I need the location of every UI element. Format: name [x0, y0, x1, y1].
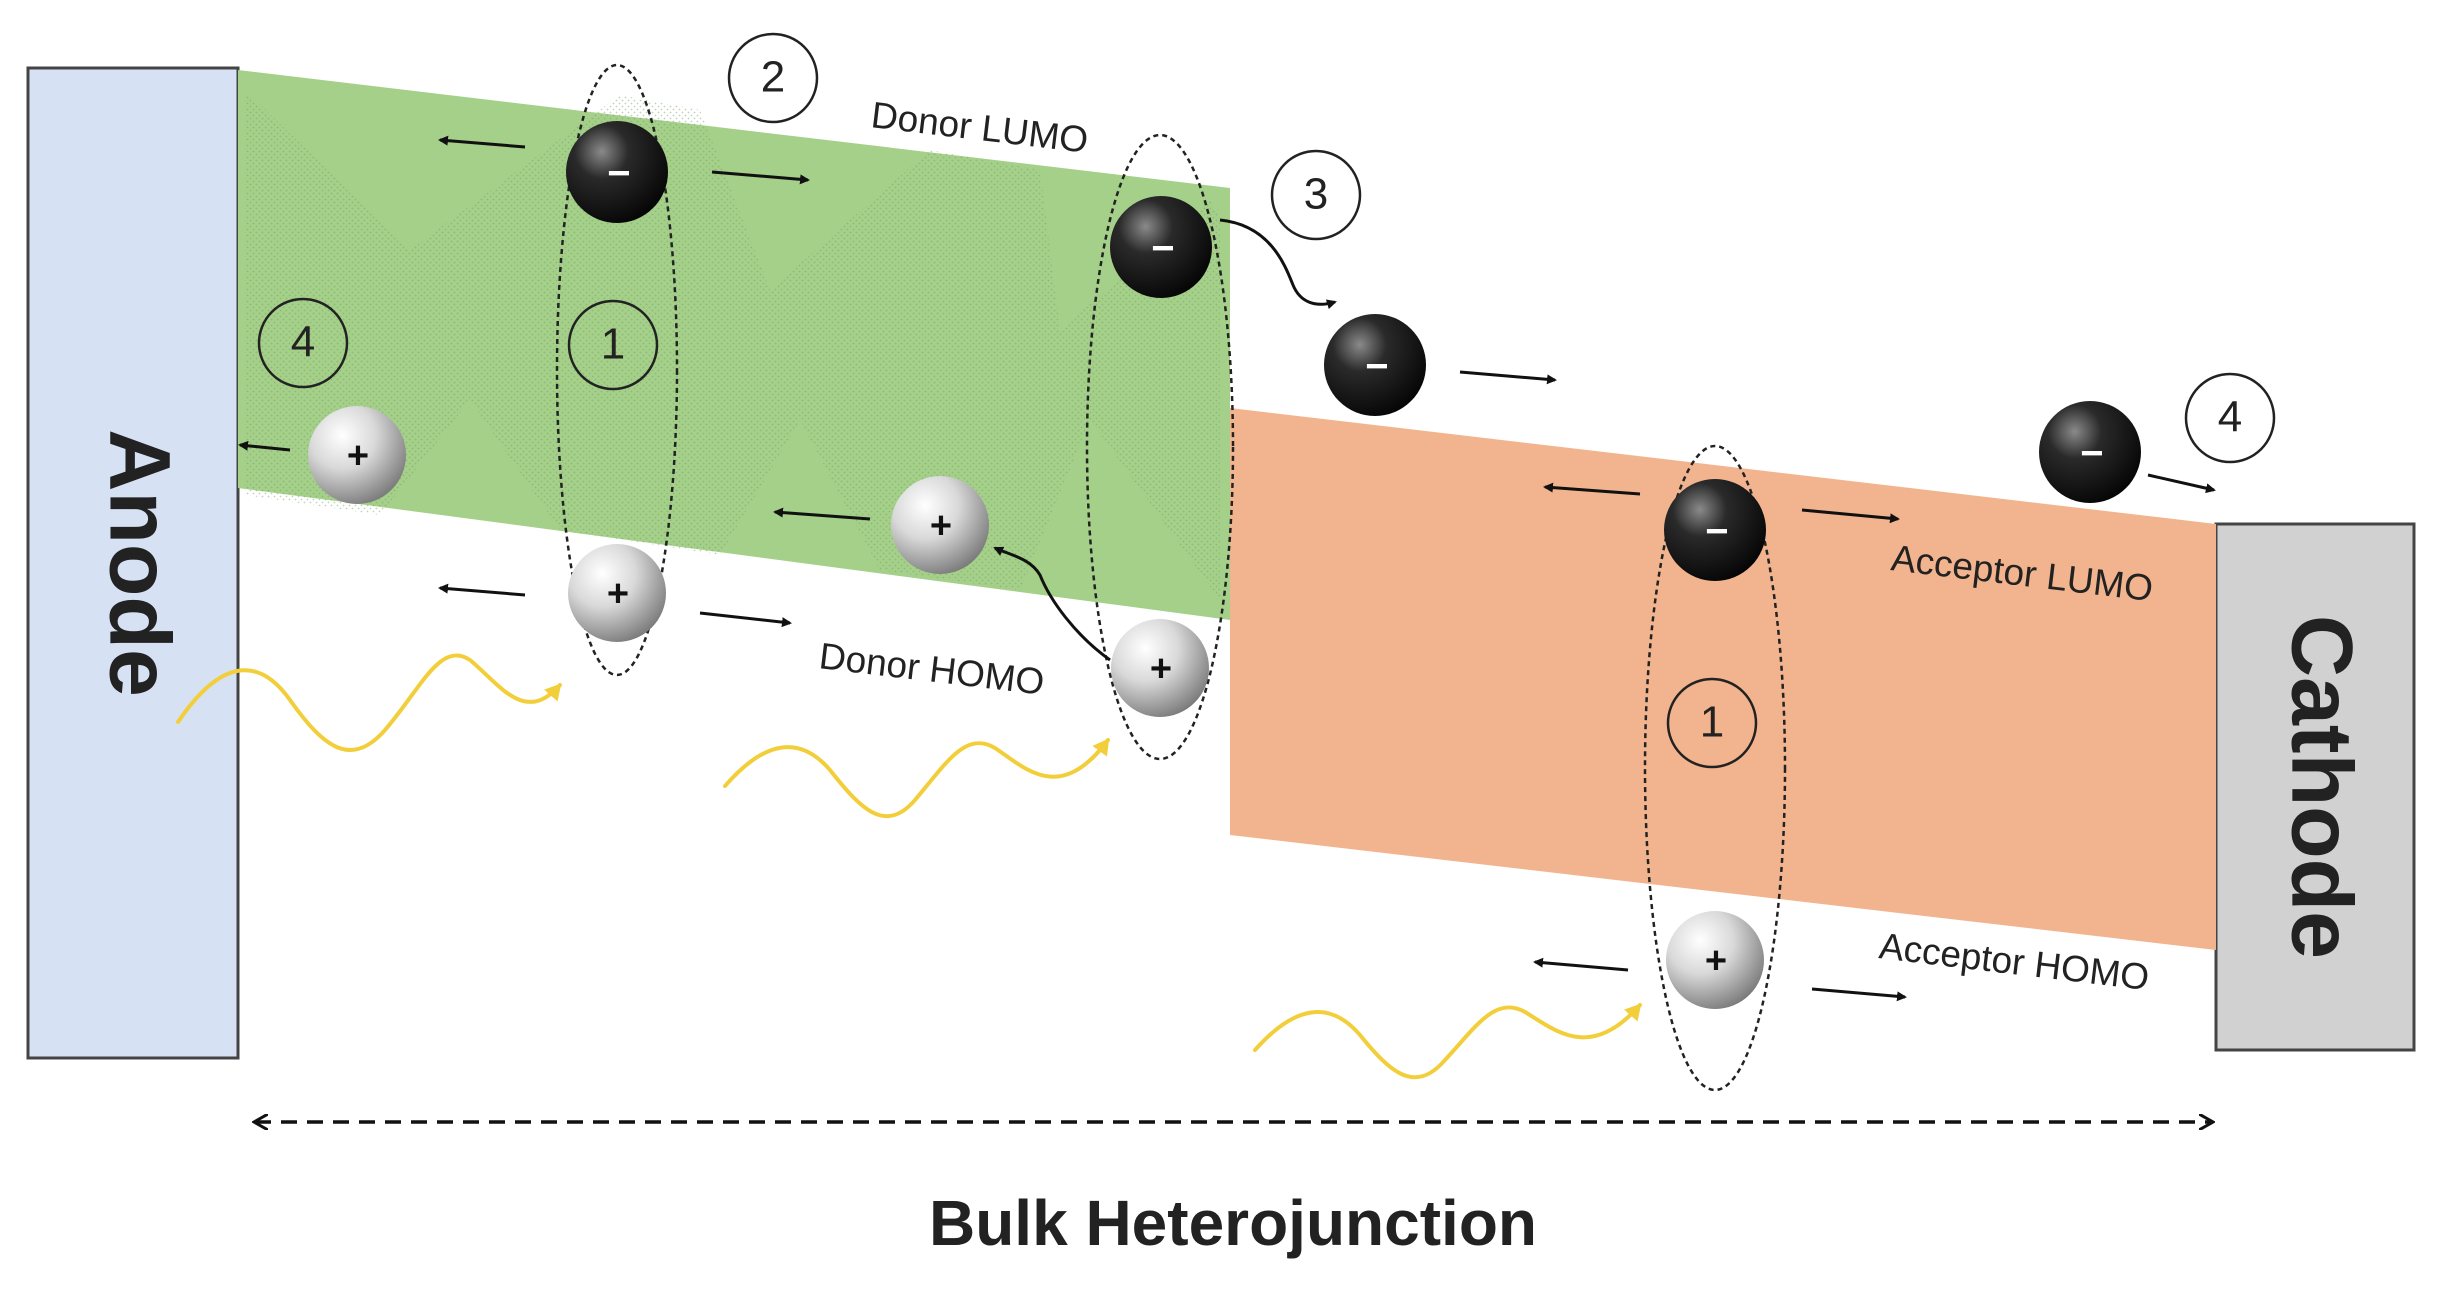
electron-symbol: − [607, 152, 630, 196]
donor-homo-label: Donor HOMO [817, 635, 1046, 702]
step-marker-1-acceptor: 1 [1666, 677, 1758, 769]
arrow-left [1543, 482, 1641, 496]
hole-transfer-arrow [993, 546, 1111, 662]
hole: + [568, 544, 666, 642]
electron: − [1324, 314, 1426, 416]
step-circle [727, 32, 819, 124]
step-number: 1 [601, 320, 625, 369]
arrow-right [1801, 508, 1900, 524]
cathode-block [2214, 522, 2416, 1052]
arrow-right [1459, 370, 1557, 385]
hole-symbol: + [347, 435, 369, 477]
step-marker-1-donor: 1 [567, 299, 659, 391]
hole-symbol: + [1150, 648, 1172, 690]
electrons: − − − − − [566, 121, 2141, 581]
hole-symbol: + [930, 505, 952, 547]
electron-sphere [2039, 401, 2141, 503]
step-number: 4 [2218, 393, 2242, 442]
arrow-left [238, 440, 291, 452]
hole-sphere [308, 406, 406, 504]
photon-wave [1253, 1003, 1642, 1080]
electron-symbol: − [2080, 432, 2103, 476]
step-marker-4-cathode: 4 [2184, 372, 2276, 464]
electron-symbol: − [1365, 345, 1388, 389]
arrow-right [699, 611, 792, 628]
hole-sphere [1666, 911, 1764, 1009]
arrow-right [2147, 473, 2216, 494]
exciton-outline-acceptor [1643, 444, 1787, 1092]
electron-transfer-arrow [1219, 218, 1337, 310]
anode-label: Anode [91, 429, 187, 697]
hole: + [1666, 911, 1764, 1009]
arrow-right [711, 170, 810, 185]
step-circle [257, 297, 349, 389]
electron: − [2039, 401, 2141, 503]
hole-sphere [568, 544, 666, 642]
step-circle [1270, 149, 1362, 241]
electron-symbol: − [1151, 227, 1174, 271]
electron-sphere [1110, 196, 1212, 298]
step-markers: 1 2 3 4 1 4 [257, 32, 2276, 769]
electron: − [1110, 196, 1212, 298]
step-marker-2: 2 [727, 32, 819, 124]
anode: Anode [26, 66, 240, 1060]
photons [176, 653, 1642, 1080]
electron-sphere [1664, 479, 1766, 581]
arrow-right [1811, 987, 1907, 1002]
arrow-left [1533, 957, 1629, 972]
heterojunction-title: Bulk Heterojunction [929, 1187, 1537, 1259]
hole-symbol: + [607, 573, 629, 615]
holes: + + + + + [308, 406, 1764, 1009]
electron: − [1664, 479, 1766, 581]
arrow-left [438, 583, 526, 597]
arrow-left [438, 135, 526, 149]
cathode-label: Cathode [2273, 615, 2369, 959]
step-number: 1 [1700, 698, 1724, 747]
step-number: 2 [761, 53, 785, 102]
step-number: 3 [1304, 170, 1328, 219]
electron-sphere [1324, 314, 1426, 416]
photon-wave [723, 738, 1110, 819]
hole: + [891, 476, 989, 574]
step-marker-4-anode: 4 [257, 297, 349, 389]
donor-domain-texture [245, 90, 1220, 600]
electron-symbol: − [1705, 510, 1728, 554]
step-circle [567, 299, 659, 391]
step-circle [2184, 372, 2276, 464]
arrow-left [773, 507, 871, 521]
step-marker-3: 3 [1270, 149, 1362, 241]
donor-band [238, 70, 1230, 620]
electron: − [566, 121, 668, 223]
step-circle [1666, 677, 1758, 769]
anode-block [26, 66, 240, 1060]
cathode: Cathode [2214, 522, 2416, 1052]
hole: + [1111, 619, 1209, 717]
hole-sphere [891, 476, 989, 574]
hole-symbol: + [1705, 940, 1727, 982]
hole-sphere [1111, 619, 1209, 717]
transport-arrows [238, 135, 2216, 1002]
acceptor-band [1230, 408, 2216, 950]
photon-wave [176, 653, 562, 752]
exciton-outline-donor [555, 63, 679, 677]
hole: + [308, 406, 406, 504]
step-number: 4 [291, 318, 315, 367]
electron-sphere [566, 121, 668, 223]
exciton-outline-interface [1085, 133, 1235, 761]
